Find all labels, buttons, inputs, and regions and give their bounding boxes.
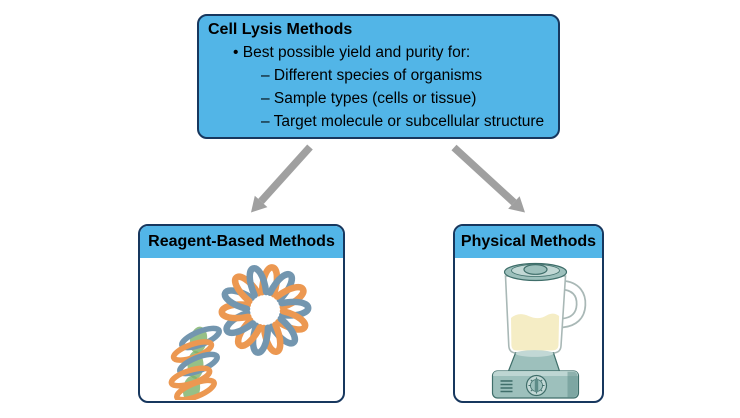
- top-box-title: Cell Lysis Methods: [208, 21, 353, 38]
- blender-base: [491, 370, 580, 399]
- blender-handle: [560, 279, 587, 329]
- arrow-to-physical: [451, 144, 525, 213]
- top-box-subitem-2: – Sample types (cells or tissue): [261, 90, 477, 107]
- reagent-based-methods-box: Reagent-Based Methods: [138, 224, 345, 403]
- top-box-cell-lysis: Cell Lysis Methods • Best possible yield…: [197, 14, 560, 139]
- top-box-subitem-1: – Different species of organisms: [261, 67, 483, 84]
- reagent-illustration: [168, 264, 312, 400]
- blender-vents: [500, 380, 513, 393]
- top-box-subitem-3: – Target molecule or subcellular structu…: [261, 113, 545, 130]
- blender-collar: [507, 350, 561, 372]
- arrow-to-reagent-based: [251, 144, 313, 213]
- blender-icon: [491, 262, 587, 399]
- blender-liquid: [511, 313, 560, 351]
- blender-dial: [525, 374, 548, 397]
- micelle-icon: [218, 264, 312, 356]
- reagent-based-methods-header: Reagent-Based Methods: [140, 226, 343, 258]
- top-box-bullet: • Best possible yield and purity for:: [233, 44, 471, 61]
- physical-methods-body: [455, 258, 602, 400]
- physical-methods-header: Physical Methods: [455, 226, 602, 258]
- physical-methods-box: Physical Methods: [453, 224, 604, 403]
- protein-detergent-complex-icon: [168, 325, 222, 400]
- blender-jar: [504, 275, 567, 354]
- blender-lid: [503, 262, 568, 282]
- reagent-based-methods-body: [140, 258, 343, 400]
